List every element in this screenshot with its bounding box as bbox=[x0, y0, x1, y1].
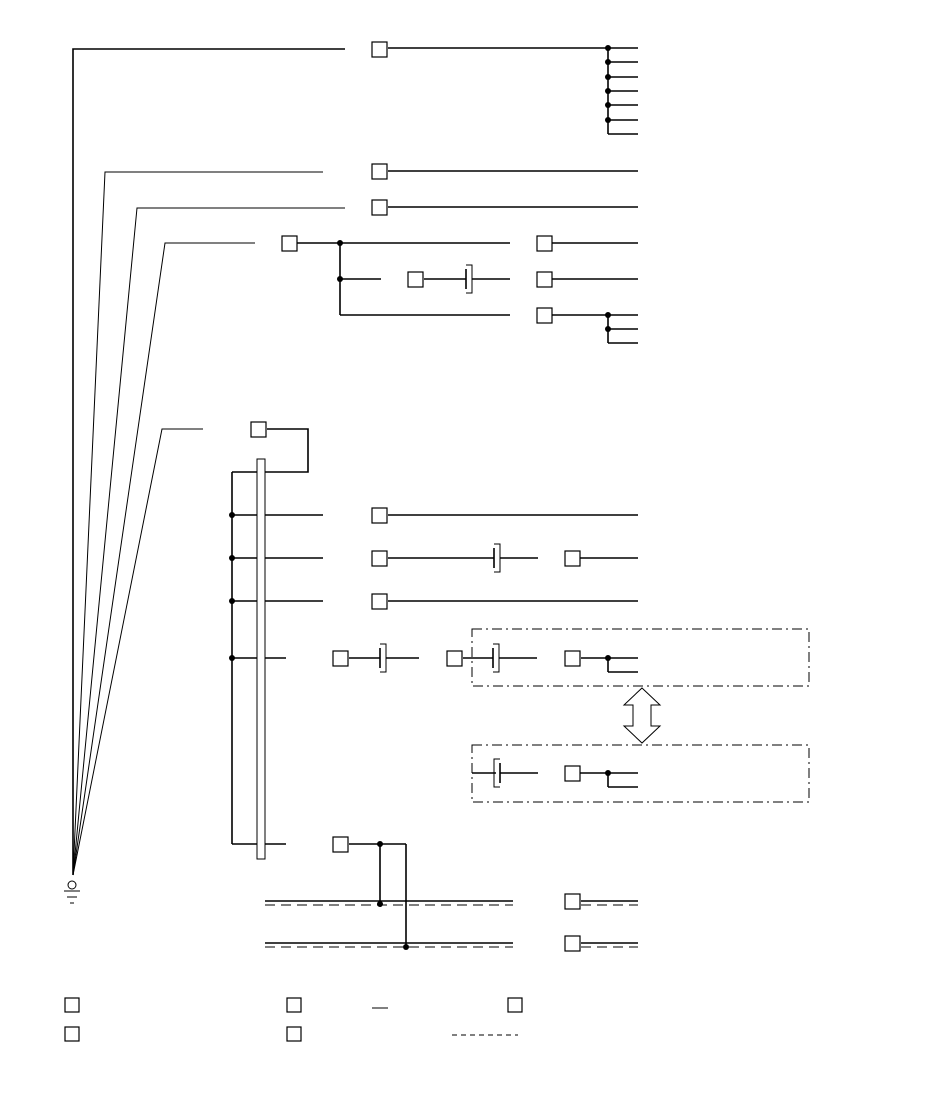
ground-wire-3 bbox=[72, 207, 345, 876]
label-box bbox=[407, 271, 424, 288]
label-box bbox=[446, 650, 463, 667]
bus-branch-2 bbox=[388, 543, 638, 573]
label-box bbox=[250, 421, 267, 438]
branch-4 bbox=[297, 240, 638, 344]
label-box bbox=[371, 199, 388, 216]
label-box bbox=[371, 163, 388, 180]
double-arrow-icon bbox=[622, 687, 662, 744]
label-box bbox=[536, 271, 553, 288]
legend-box bbox=[64, 997, 80, 1013]
ground-symbol bbox=[64, 880, 80, 904]
legend-box bbox=[64, 1026, 80, 1042]
label-box bbox=[371, 41, 388, 58]
label-box bbox=[536, 235, 553, 252]
label-box bbox=[332, 836, 349, 853]
label-box bbox=[371, 550, 388, 567]
legend-box bbox=[507, 997, 523, 1013]
label-box bbox=[564, 893, 581, 910]
option-box-lower bbox=[471, 744, 810, 803]
label-box bbox=[564, 550, 581, 567]
branch-top-splice bbox=[388, 45, 638, 135]
label-box bbox=[564, 765, 581, 782]
bus-branch-4 bbox=[349, 643, 638, 673]
label-box bbox=[536, 307, 553, 324]
ground-wire-4 bbox=[72, 242, 255, 876]
option-box-upper bbox=[471, 628, 810, 687]
legend bbox=[64, 997, 523, 1042]
ground-wire-5 bbox=[72, 428, 203, 876]
lower-option-branch bbox=[472, 758, 638, 788]
legend-box bbox=[286, 1026, 302, 1042]
label-box bbox=[564, 935, 581, 952]
label-box bbox=[332, 650, 349, 667]
label-boxes bbox=[250, 41, 581, 952]
label-box bbox=[371, 593, 388, 610]
legend-box bbox=[286, 997, 302, 1013]
branch-5-bus bbox=[229, 428, 323, 860]
label-box bbox=[281, 235, 298, 252]
bottom-branch bbox=[265, 841, 638, 950]
ground-wire-2 bbox=[72, 171, 323, 876]
label-box bbox=[371, 507, 388, 524]
ground-fan-lines bbox=[72, 48, 345, 876]
ground-wire-1 bbox=[72, 48, 345, 875]
label-box bbox=[564, 650, 581, 667]
